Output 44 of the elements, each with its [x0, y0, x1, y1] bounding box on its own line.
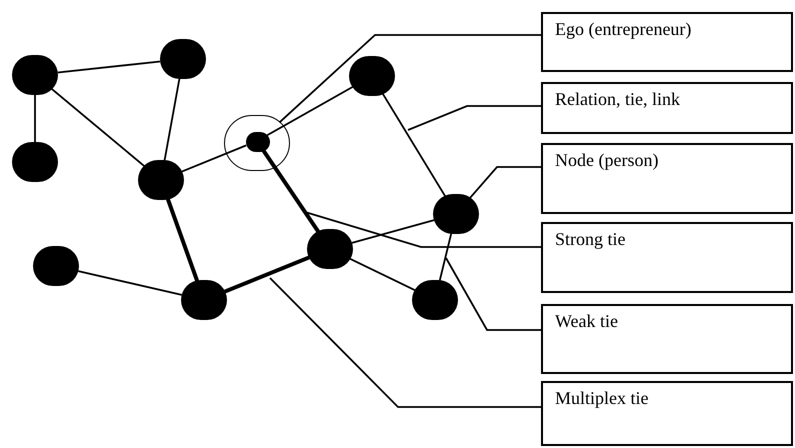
- label-box: [541, 222, 793, 293]
- person-node: [349, 56, 395, 96]
- person-node: [246, 132, 270, 152]
- label-box: [541, 143, 793, 214]
- leader-line: [469, 166, 541, 199]
- tie-line: [34, 95, 36, 142]
- tie-line: [350, 258, 416, 292]
- tie-line: [166, 198, 200, 282]
- person-node: [138, 160, 184, 200]
- person-node: [12, 142, 58, 182]
- tie-line: [438, 233, 452, 281]
- label-box: [541, 12, 793, 72]
- leader-line: [304, 211, 541, 248]
- tie-line: [382, 93, 446, 197]
- tie-line: [78, 270, 182, 296]
- label-text: Ego (entrepreneur): [555, 18, 692, 40]
- person-node: [33, 246, 79, 286]
- label-text: Node (person): [555, 149, 660, 172]
- label-text: Relation, tie, link: [555, 88, 681, 110]
- tie-line: [352, 219, 434, 244]
- tie-line: [58, 60, 160, 74]
- label-text: Strong tie: [555, 228, 626, 250]
- person-node: [307, 229, 353, 269]
- tie-line: [182, 144, 247, 172]
- tie-line: [261, 148, 320, 233]
- highlight-ring: [224, 115, 290, 171]
- label-box: [541, 304, 793, 374]
- person-node: [433, 194, 479, 234]
- label-text: Weak tie: [555, 310, 620, 332]
- leader-line: [269, 277, 541, 408]
- tie-line: [266, 86, 354, 136]
- person-node: [181, 280, 227, 320]
- leader-line: [408, 105, 541, 131]
- label-box: [541, 82, 793, 134]
- tie-line: [51, 88, 145, 167]
- tie-line: [164, 78, 180, 160]
- label-box: [541, 381, 793, 446]
- person-node: [160, 39, 206, 79]
- leader-line: [278, 34, 541, 124]
- person-node: [412, 280, 458, 320]
- leader-line: [445, 258, 541, 331]
- label-text: Multiplex tie: [555, 387, 650, 410]
- person-node: [12, 55, 58, 95]
- tie-line: [224, 256, 310, 294]
